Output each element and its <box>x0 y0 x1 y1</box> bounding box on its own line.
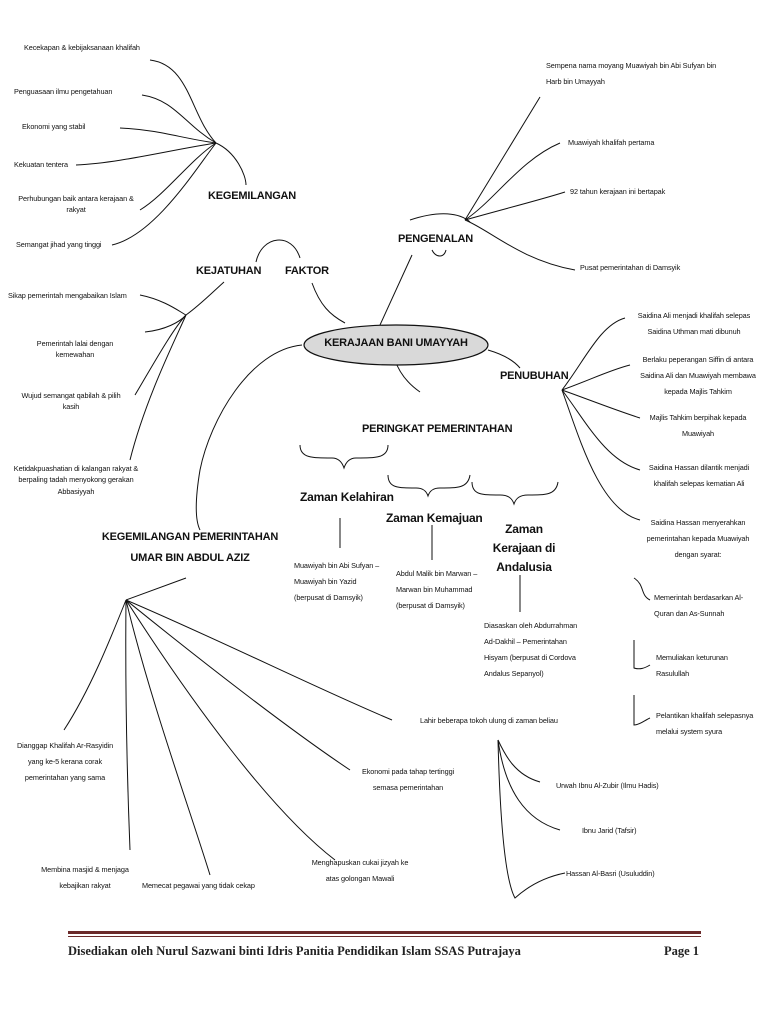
connector-kegemilangan-2 <box>141 94 217 144</box>
kegemilangan-item: Kecekapan & kebijaksanaan khalifah <box>24 43 140 52</box>
branch-kejatuhan: KEJATUHAN <box>196 265 262 277</box>
syarat-item: Memuliakan keturunan Rasulullah <box>656 653 728 679</box>
connector-kegemilangan-6 <box>111 142 217 246</box>
connector-umar-4 <box>125 599 336 861</box>
zaman-kelahiran-desc: Muawiyah bin Abi Sufyan – Muawiyah bin Y… <box>294 561 380 603</box>
branch-penubuhan: PENUBUHAN <box>500 370 569 382</box>
connector-center-penubuhan <box>487 349 521 369</box>
connector-pengenalan-tick <box>431 249 447 257</box>
connector-umar-6 <box>125 599 393 721</box>
syarat-item: Pelantikan khalifah selepasnya melalui s… <box>656 711 754 737</box>
branch-umar: KEGEMILANGAN PEMERINTAHAN UMAR BIN ABDUL… <box>101 531 279 564</box>
kegemilangan-item: Ekonomi yang stabil <box>22 122 86 131</box>
tokoh-item: Hassan Al-Basri (Usuluddin) <box>566 869 655 878</box>
umar-item: Memecat pegawai yang tidak cekap <box>142 881 255 890</box>
kegemilangan-item: Kekuatan tentera <box>14 160 68 169</box>
kejatuhan-item: Sikap pemerintah mengabaikan Islam <box>8 291 127 300</box>
connector-penubuhan-4 <box>561 389 641 471</box>
zaman-kelahiran-title: Zaman Kelahiran <box>300 490 394 504</box>
branch-faktor: FAKTOR <box>285 265 329 277</box>
connector-pengenalan-1 <box>464 96 541 221</box>
footer-rule <box>68 931 701 934</box>
pengenalan-item: Sempena nama moyang Muawiyah bin Abi Suf… <box>546 61 717 87</box>
tokoh-item: Urwah Ibnu Al-Zubir (Ilmu Hadis) <box>556 781 659 790</box>
connector-umar-5 <box>125 599 351 771</box>
zaman-kemajuan-desc: Abdul Malik bin Marwan – Marwan bin Muha… <box>396 569 478 611</box>
brace-andalusia <box>471 481 559 506</box>
footer-rule-thin <box>68 936 701 937</box>
penubuhan-item: Saidina Hassan dilantik menjadi khalifah… <box>648 463 750 489</box>
connector-faktor-center <box>311 282 346 324</box>
umar-item: Dianggap Khalifah Ar-Rasyidin yang ke-5 … <box>16 741 114 783</box>
connector-syarat-3 <box>633 695 651 726</box>
pengenalan-item: Muawiyah khalifah pertama <box>568 138 655 147</box>
connector-penubuhan-2 <box>561 364 631 391</box>
umar-item: Menghapuskan cukai jizyah ke atas golong… <box>311 858 409 884</box>
connector-umar-root <box>125 577 187 601</box>
branch-pengenalan: PENGENALAN <box>398 233 474 245</box>
center-node-label: KERAJAAN BANI UMAYYAH <box>324 337 468 349</box>
connector-kegemilangan-5 <box>139 142 217 211</box>
zaman-kemajuan-title: Zaman Kemajuan <box>386 511 483 525</box>
connector-kegemilangan-main <box>215 142 247 186</box>
zaman-andalusia-desc: Diasaskan oleh Abdurrahman Ad-Dakhil – P… <box>484 621 578 679</box>
penubuhan-item: Saidina Hassan menyerahkan pemerintahan … <box>646 518 750 560</box>
brace-kemajuan <box>387 474 471 498</box>
branch-peringkat: PERINGKAT PEMERINTAHAN <box>362 423 513 435</box>
penubuhan-item: Berlaku peperangan Siffin di antara Said… <box>640 355 756 397</box>
connector-syarat-2 <box>633 640 651 670</box>
connector-pengenalan-center <box>379 254 413 326</box>
connector-kejatuhan-faktor <box>255 239 301 263</box>
syarat-item: Memerintah berdasarkan Al-Quran dan As-S… <box>654 593 744 619</box>
kegemilangan-item: Penguasaan ilmu pengetahuan <box>14 87 113 96</box>
kegemilangan-item: Semangat jihad yang tinggi <box>16 240 102 249</box>
connector-kejatuhan-1 <box>139 294 187 316</box>
connector-umar-3 <box>125 599 211 876</box>
connector-pengenalan-hook <box>409 213 471 223</box>
connector-pengenalan-2 <box>464 142 561 221</box>
connector-kejatuhan-main <box>185 281 225 316</box>
pengenalan-item: 92 tahun kerajaan ini bertapak <box>570 187 666 196</box>
penubuhan-item: Majlis Tahkim berpihak kepada Muawiyah <box>649 413 747 439</box>
pengenalan-item: Pusat pemerintahan di Damsyik <box>580 263 681 272</box>
connector-kegemilangan-4 <box>75 142 217 166</box>
branch-kegemilangan: KEGEMILANGAN <box>208 190 297 202</box>
connector-pengenalan-3 <box>464 191 566 221</box>
connector-umar-1 <box>63 599 127 731</box>
umar-item: Ekonomi pada tahap tertinggi semasa peme… <box>361 767 455 793</box>
tokoh-item: Ibnu Jarid (Tafsir) <box>582 826 637 835</box>
connector-center-umar <box>195 344 303 531</box>
connector-tokoh-3 <box>497 739 566 899</box>
connector-syarat-1 <box>633 577 651 601</box>
kejatuhan-item: Ketidakpuashatian di kalangan rakyat & b… <box>13 464 139 496</box>
kegemilangan-item: Perhubungan baik antara kerajaan & rakya… <box>18 194 134 215</box>
connector-kegemilangan-3 <box>119 127 217 144</box>
connector-tokoh-root <box>497 739 541 783</box>
connector-kejatuhan-4 <box>129 314 187 461</box>
connector-umar-2 <box>125 599 131 851</box>
footer-page-number: Page 1 <box>664 944 700 958</box>
connector-pengenalan-4 <box>464 219 576 271</box>
kejatuhan-item: Pemerintah lalai dengan kemewahan <box>36 339 114 360</box>
zaman-andalusia-title: Zaman Kerajaan di Andalusia <box>492 522 556 575</box>
connector-penubuhan-1 <box>561 317 626 391</box>
connector-penubuhan-5 <box>561 389 641 521</box>
umar-item: Membina masjid & menjaga kebajikan rakya… <box>41 865 129 891</box>
penubuhan-item: Saidina Ali menjadi khalifah selepas Sai… <box>637 311 751 337</box>
connector-penubuhan-3 <box>561 389 641 419</box>
connector-kegemilangan-1 <box>149 59 217 144</box>
umar-item: Lahir beberapa tokoh ulung di zaman beli… <box>420 716 558 725</box>
connector-tokoh-2 <box>497 739 561 831</box>
kejatuhan-item: Wujud semangat qabilah & pilih kasih <box>21 391 121 412</box>
connector-kejatuhan-3 <box>134 314 187 396</box>
footer-credit: Disediakan oleh Nurul Sazwani binti Idri… <box>68 944 521 958</box>
brace-kelahiran <box>299 444 389 470</box>
center-node-oval <box>303 324 489 366</box>
